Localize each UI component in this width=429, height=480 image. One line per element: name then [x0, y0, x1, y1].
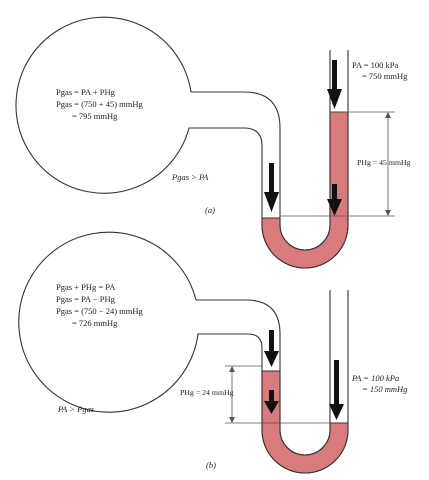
hg-label-a: PHg = 45 mmHg	[357, 158, 411, 167]
relation-b: PA > Pgas	[57, 404, 95, 414]
u-tube-b-inner	[279, 290, 331, 456]
arrow-down-icon	[264, 163, 279, 212]
flask-b-eq-2: Pgas = PA − PHg	[56, 294, 116, 304]
u-tube-a-inner	[279, 50, 331, 251]
atm-label-a-2: = 750 mmHg	[362, 71, 408, 81]
flask-b-eq-1: Pgas + PHg = PA	[56, 282, 116, 292]
mercury-b	[261, 370, 349, 474]
arrow-down-icon	[327, 60, 342, 109]
atm-label-b-2: = 150 mmHg	[362, 384, 407, 394]
arrow-down-icon	[327, 184, 342, 216]
panel-a: Pgas = PA + PHg Pgas = (750 + 45) mmHg =…	[15, 16, 411, 269]
caption-a: (a)	[205, 205, 215, 215]
atm-label-a-1: PA = 100 kPa	[352, 60, 399, 70]
flask-a	[15, 16, 281, 210]
arrow-down-icon	[264, 330, 279, 367]
atm-label-b-1: PA = 100 kPa	[351, 373, 399, 383]
flask-b-eq-3: Pgas = (750 − 24) mmHg	[56, 306, 144, 316]
flask-b-eq-4: = 726 mmHg	[72, 318, 118, 328]
panel-b: Pgas + PHg = PA Pgas = PA − PHg Pgas = (…	[18, 231, 407, 474]
flask-b	[18, 231, 281, 430]
relation-a: Pgas > PA	[171, 172, 209, 182]
flask-a-eq-1: Pgas = PA + PHg	[56, 87, 116, 97]
hg-label-b: PHg = 24 mmHg	[180, 388, 234, 397]
flask-a-eq-3: = 795 mmHg	[72, 111, 118, 121]
arrow-down-icon	[329, 360, 344, 420]
mercury-a	[261, 111, 349, 269]
flask-a-eq-2: Pgas = (750 + 45) mmHg	[56, 99, 144, 109]
arrow-down-icon	[264, 390, 279, 414]
caption-b: (b)	[206, 460, 216, 470]
